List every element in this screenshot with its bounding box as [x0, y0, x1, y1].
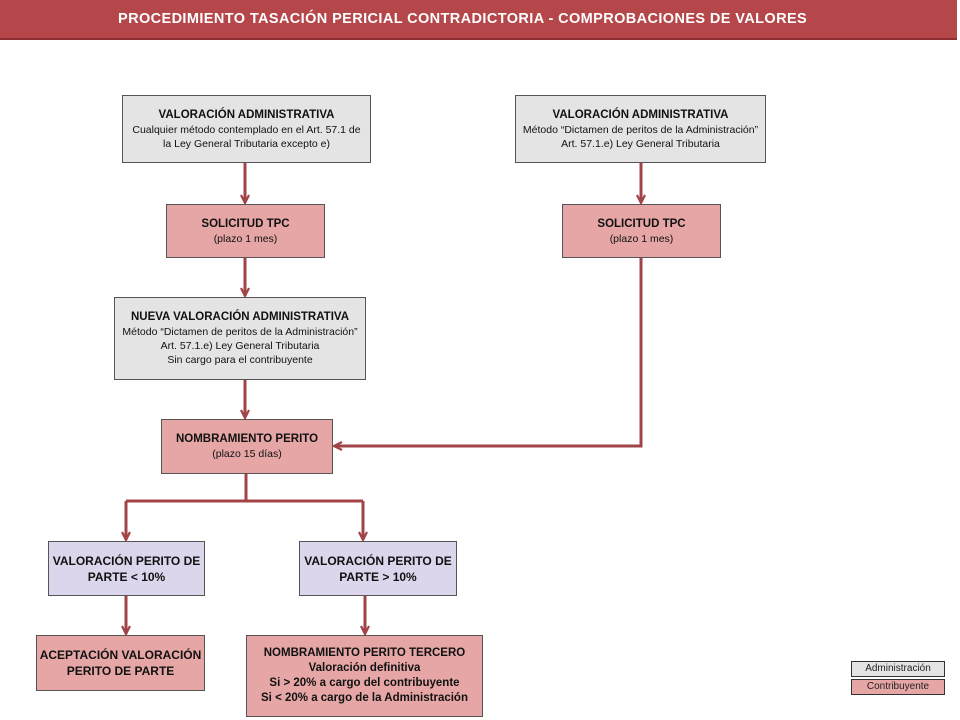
box-text: Art. 57.1.e) Ley General Tributaria — [160, 340, 320, 352]
box-text: Valoración definitiva — [308, 662, 421, 674]
box-aceptacion-valoracion: ACEPTACIÓN VALORACIÓN PERITO DE PARTE — [36, 635, 205, 691]
box-title: NOMBRAMIENTO PERITO — [175, 433, 319, 445]
box-title: VALORACIÓN ADMINISTRATIVA — [158, 108, 335, 121]
box-text: VALORACIÓN PERITO DE — [52, 553, 201, 568]
box-text: PARTE < 10% — [87, 569, 166, 584]
box-title: SOLICITUD TPC — [201, 217, 290, 230]
box-text: (plazo 1 mes) — [609, 232, 674, 245]
box-text: la Ley General Tributaria excepto e) — [163, 137, 330, 150]
box-nombramiento-perito: NOMBRAMIENTO PERITO (plazo 15 días) — [161, 419, 333, 474]
legend-contribuyente: Contribuyente — [851, 679, 945, 695]
box-valoracion-administrativa-general: VALORACIÓN ADMINISTRATIVA Cualquier méto… — [122, 95, 371, 163]
box-title: SOLICITUD TPC — [597, 217, 686, 230]
box-text: (plazo 1 mes) — [213, 232, 278, 245]
box-solicitud-tpc-right: SOLICITUD TPC (plazo 1 mes) — [562, 204, 721, 258]
box-text: Art. 57.1.e) Ley General Tributaria — [561, 137, 720, 150]
box-text: VALORACIÓN PERITO DE — [304, 553, 452, 568]
box-text: Si > 20% a cargo del contribuyente — [269, 677, 460, 689]
box-text: (plazo 15 días) — [212, 448, 282, 460]
box-solicitud-tpc-left: SOLICITUD TPC (plazo 1 mes) — [166, 204, 325, 258]
header-bar: PROCEDIMIENTO TASACIÓN PERICIAL CONTRADI… — [0, 0, 957, 40]
box-valoracion-perito-gt10: VALORACIÓN PERITO DE PARTE > 10% — [299, 541, 457, 596]
box-text: Si < 20% a cargo de la Administración — [261, 692, 468, 704]
box-valoracion-perito-lt10: VALORACIÓN PERITO DE PARTE < 10% — [48, 541, 205, 596]
page-title: PROCEDIMIENTO TASACIÓN PERICIAL CONTRADI… — [118, 11, 808, 27]
box-text: Método “Dictamen de peritos de la Admini… — [522, 123, 759, 136]
box-text: Sin cargo para el contribuyente — [167, 354, 313, 366]
box-title: NUEVA VALORACIÓN ADMINISTRATIVA — [130, 311, 350, 323]
legend-administracion: Administración — [851, 661, 945, 677]
box-title: NOMBRAMIENTO PERITO TERCERO — [263, 647, 466, 659]
box-title: VALORACIÓN ADMINISTRATIVA — [552, 108, 729, 121]
box-nueva-valoracion: NUEVA VALORACIÓN ADMINISTRATIVA Método “… — [114, 297, 366, 380]
box-valoracion-administrativa-peritos: VALORACIÓN ADMINISTRATIVA Método “Dictam… — [515, 95, 766, 163]
box-nombramiento-perito-tercero: NOMBRAMIENTO PERITO TERCERO Valoración d… — [246, 635, 483, 717]
connector-nombramiento-split — [126, 474, 363, 503]
box-text: Cualquier método contemplado en el Art. … — [132, 123, 361, 136]
box-text: PARTE > 10% — [339, 569, 417, 584]
box-text: PERITO DE PARTE — [66, 664, 175, 678]
arrow-solicitud-right-to-nombramiento — [334, 257, 643, 446]
box-text: Método “Dictamen de peritos de la Admini… — [122, 326, 358, 338]
box-text: ACEPTACIÓN VALORACIÓN — [39, 648, 202, 662]
